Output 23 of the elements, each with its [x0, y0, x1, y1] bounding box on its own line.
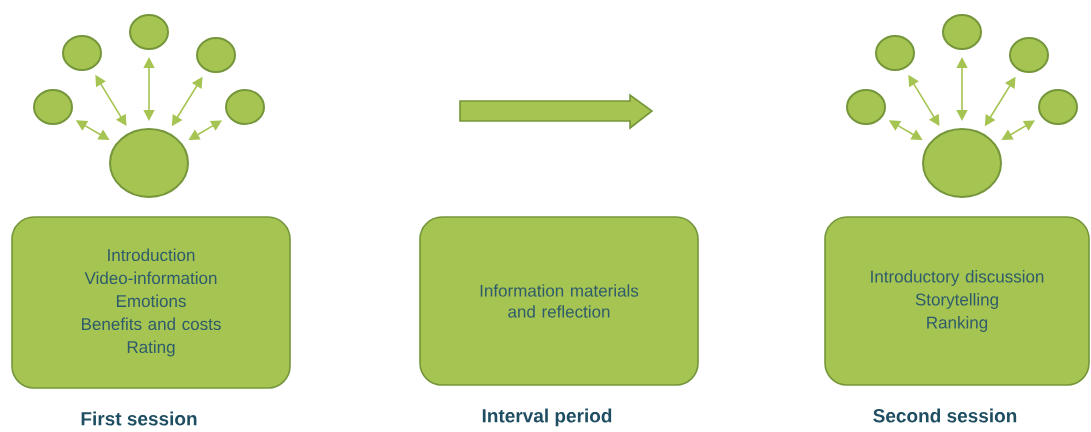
- circle: [1009, 37, 1049, 73]
- circle: [225, 89, 265, 125]
- circle: [846, 89, 886, 125]
- node-label: Second session: [873, 408, 1017, 423]
- circle: [129, 14, 169, 50]
- node-label: Rating: [127, 340, 175, 357]
- circle: [196, 37, 236, 73]
- circle: [922, 128, 1002, 198]
- circle: [875, 35, 915, 71]
- node-label: Interval period: [482, 408, 612, 427]
- circle: [942, 14, 982, 50]
- circle: [109, 128, 189, 198]
- node-label: Video-information: [84, 271, 217, 285]
- text-box: Introductory discussion Storytelling Ranking: [824, 216, 1090, 386]
- text-box: Introduction Video-information Emotions Benefits and costs Rating: [11, 216, 291, 389]
- node-label: Introduction: [108, 248, 195, 262]
- circle: [62, 35, 102, 71]
- text-box: Information materials and reflection: [419, 216, 699, 386]
- node-label: First session: [81, 411, 197, 426]
- node-label: Emotions: [116, 294, 186, 308]
- circle: [1038, 89, 1078, 125]
- circle: [33, 89, 73, 125]
- node-label: Benefits and costs: [82, 317, 221, 331]
